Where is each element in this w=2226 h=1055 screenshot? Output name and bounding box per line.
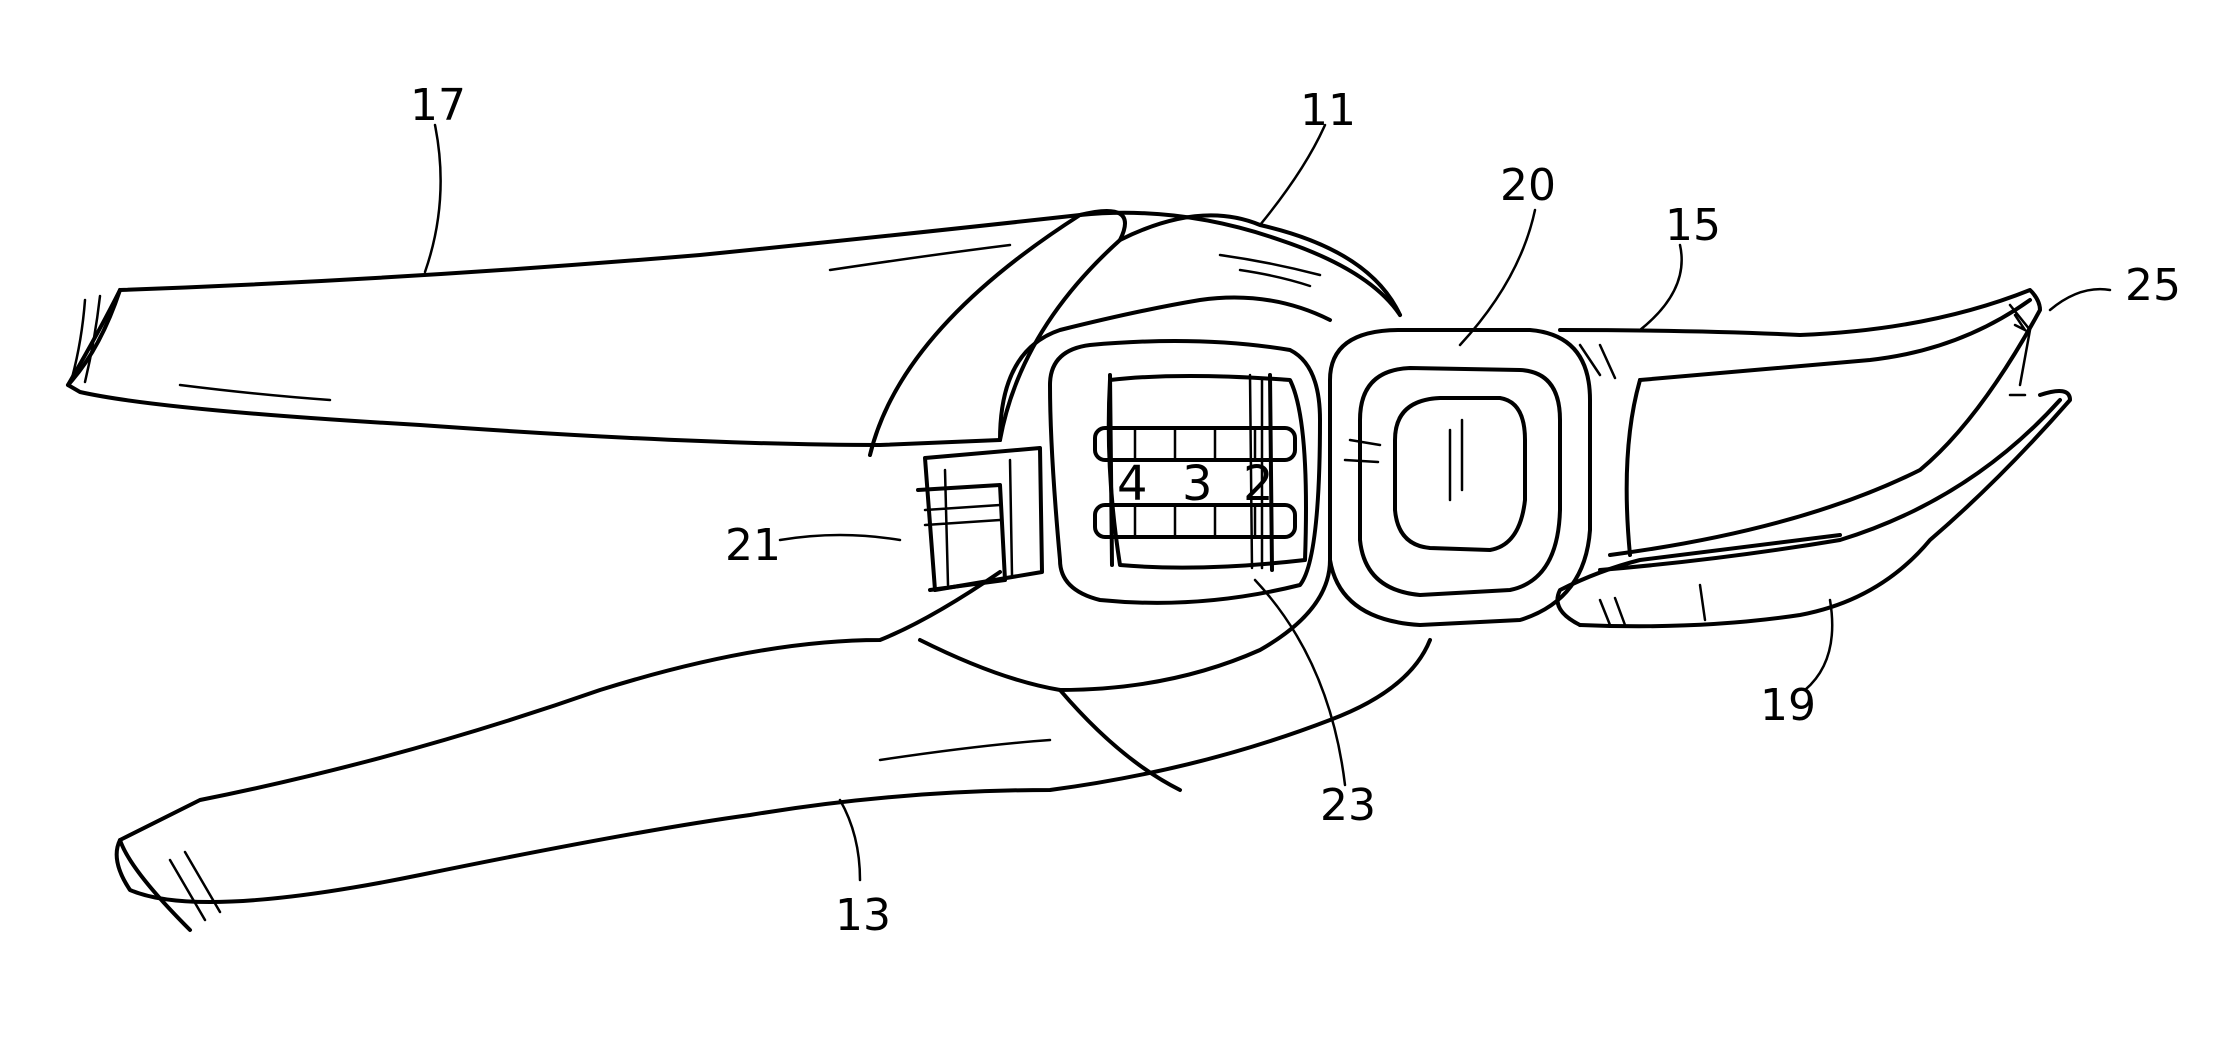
lower-jaw [1558, 391, 2071, 626]
pivot-knob [1330, 330, 1590, 625]
scale-mark-4: 4 [1117, 456, 1148, 512]
latch [918, 448, 1042, 590]
label-23: 23 [1320, 780, 1376, 831]
label-15: 15 [1665, 200, 1721, 251]
lower-handle [117, 560, 1430, 930]
label-17: 17 [410, 80, 466, 131]
upper-handle [68, 215, 1080, 445]
label-19: 19 [1760, 680, 1816, 731]
scale-mark-3: 3 [1182, 456, 1213, 512]
label-13: 13 [835, 890, 891, 941]
label-11: 11 [1300, 85, 1356, 136]
label-25: 25 [2125, 260, 2181, 311]
scale-mark-2: 2 [1243, 456, 1274, 512]
upper-blade [1560, 290, 2040, 555]
label-21: 21 [725, 520, 781, 571]
label-20: 20 [1500, 160, 1556, 211]
adjuster-window: 4 3 2 [1050, 341, 1320, 603]
